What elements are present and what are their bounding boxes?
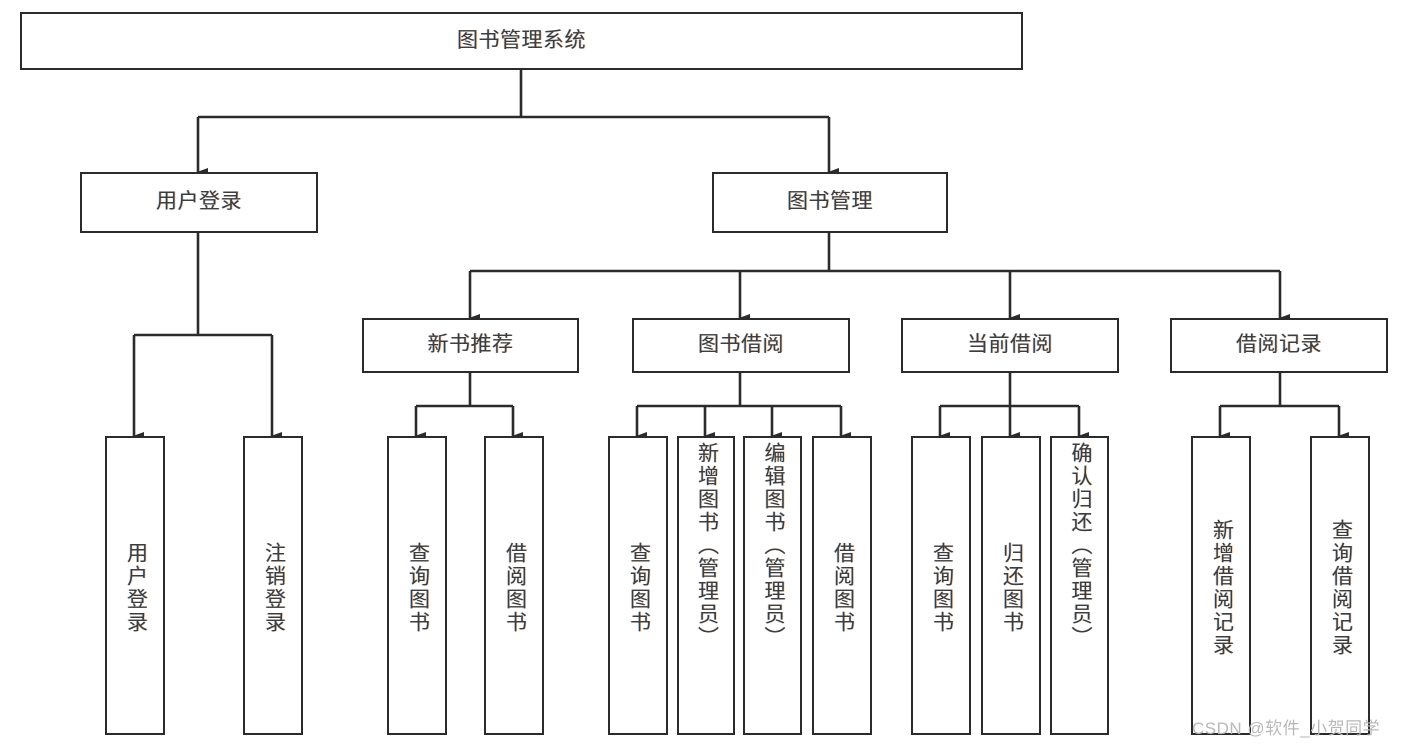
node-label: 新增图书（管理员） (695, 442, 719, 649)
node-book-management[interactable]: 图书管理 (712, 172, 948, 233)
node-label: 用户登录 (156, 190, 242, 214)
node-root-system[interactable]: 图书管理系统 (20, 12, 1023, 70)
leaf-edit-book-admin[interactable]: 编辑图书（管理员） (743, 436, 802, 735)
leaf-add-book-admin[interactable]: 新增图书（管理员） (677, 436, 735, 735)
leaf-add-borrow-record[interactable]: 新增借阅记录 (1191, 436, 1251, 735)
node-label: 当前借阅 (967, 333, 1053, 357)
csdn-watermark: CSDN @软件_小贺同学 (1192, 719, 1381, 738)
leaf-query-book-borrow[interactable]: 查询图书 (608, 436, 668, 735)
node-label: 借阅图书 (831, 541, 855, 634)
node-current-borrow[interactable]: 当前借阅 (901, 318, 1119, 373)
node-label: 编辑图书（管理员） (761, 442, 785, 649)
node-label: 借阅记录 (1236, 333, 1322, 357)
node-book-borrow[interactable]: 图书借阅 (632, 318, 850, 373)
leaf-borrow-book[interactable]: 借阅图书 (812, 436, 872, 735)
leaf-query-book-recommend[interactable]: 查询图书 (387, 436, 447, 735)
node-label: 查询图书 (627, 541, 651, 634)
node-label: 注销登录 (262, 541, 286, 634)
node-label: 查询图书 (406, 541, 430, 634)
leaf-return-book[interactable]: 归还图书 (981, 436, 1041, 735)
leaf-logout[interactable]: 注销登录 (243, 436, 303, 735)
node-label: 借阅图书 (503, 541, 527, 634)
node-label: 图书管理 (787, 190, 873, 214)
node-new-book-recommendation[interactable]: 新书推荐 (362, 318, 579, 373)
leaf-user-login[interactable]: 用户登录 (105, 436, 165, 735)
leaf-query-borrow-record[interactable]: 查询借阅记录 (1310, 436, 1370, 735)
node-label: 用户登录 (124, 541, 148, 634)
node-label: 查询图书 (930, 541, 954, 634)
leaf-borrow-book-recommend[interactable]: 借阅图书 (484, 436, 544, 735)
node-label: 图书管理系统 (457, 28, 586, 52)
node-label: 新书推荐 (427, 333, 514, 357)
node-borrow-records[interactable]: 借阅记录 (1170, 318, 1388, 373)
node-user-login[interactable]: 用户登录 (80, 172, 318, 233)
leaf-query-book-current[interactable]: 查询图书 (911, 436, 971, 735)
node-label: 新增借阅记录 (1210, 518, 1234, 657)
leaf-confirm-return-admin[interactable]: 确认归还（管理员） (1050, 436, 1109, 735)
node-label: 图书借阅 (698, 333, 784, 357)
node-label: 查询借阅记录 (1329, 518, 1353, 657)
node-label: 确认归还（管理员） (1068, 442, 1092, 649)
node-label: 归还图书 (1000, 541, 1024, 634)
